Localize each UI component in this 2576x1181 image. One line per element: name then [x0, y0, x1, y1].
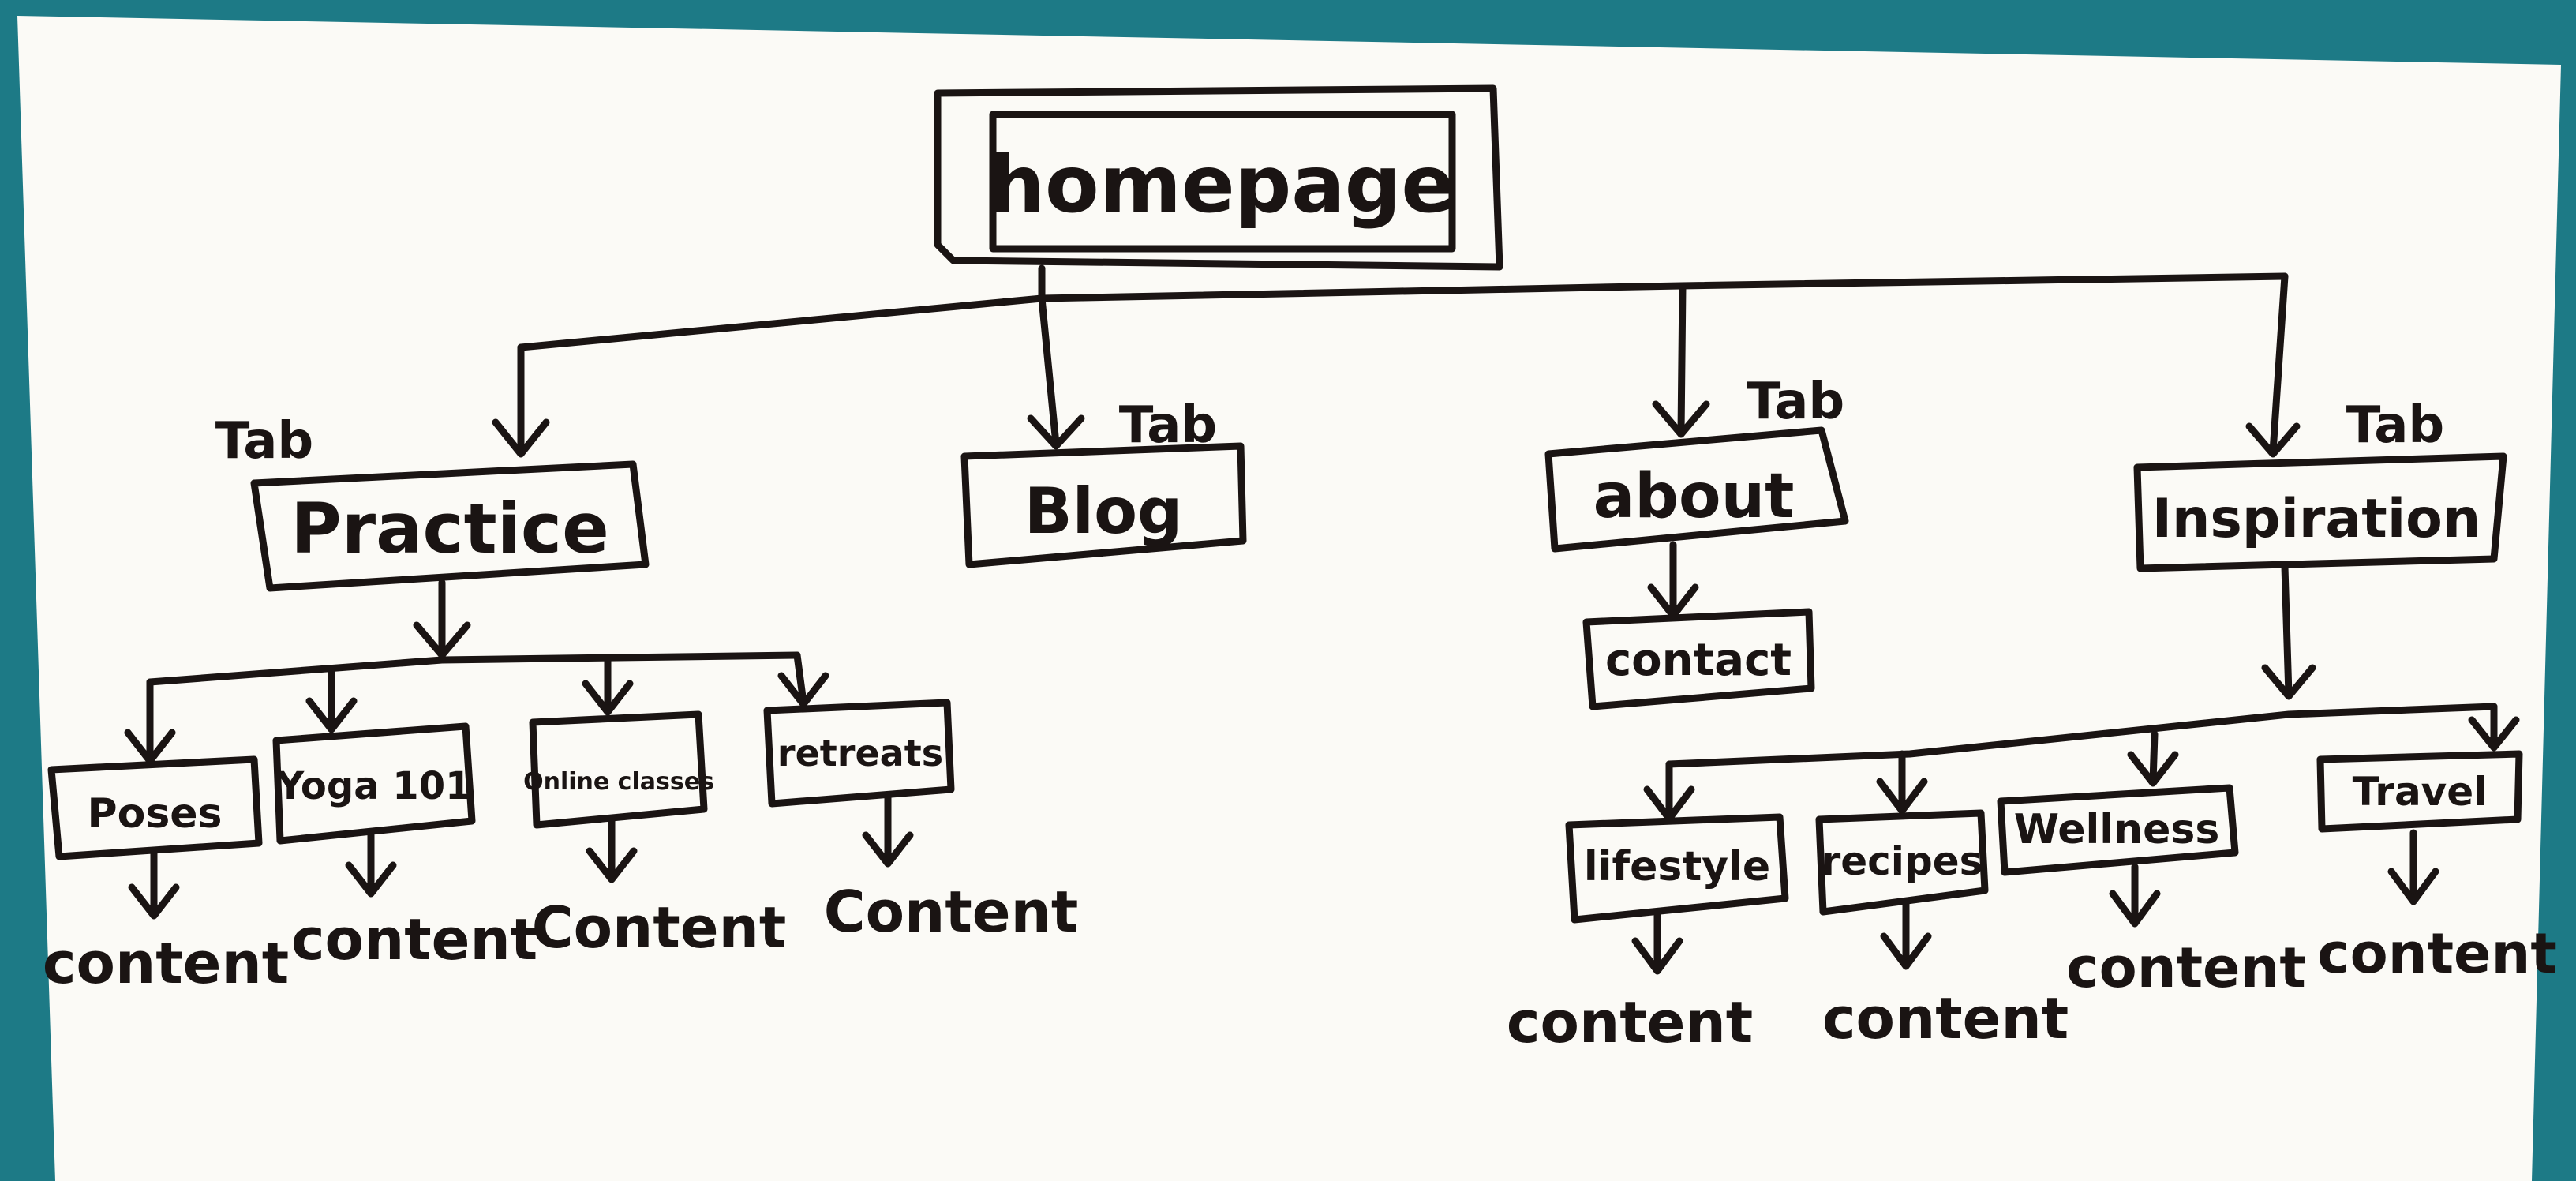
content-online-classes: Content: [532, 894, 787, 961]
arrowhead-poses-content: [128, 883, 180, 920]
root-inner-frame: [989, 111, 1456, 253]
node-lifestyle-label: lifestyle: [1584, 843, 1770, 890]
node-yoga101: Yoga 101: [272, 722, 476, 845]
arrowhead-yoga101: [305, 697, 358, 733]
node-yoga101-label: Yoga 101: [276, 764, 472, 808]
arrowhead-wellness-content: [2109, 890, 2161, 928]
node-online-classes: Online classes: [523, 710, 714, 829]
node-recipes-label: recipes: [1822, 838, 1983, 884]
arrowhead-lifestyle-content: [1631, 937, 1683, 975]
node-wellness: Wellness: [1997, 784, 2239, 876]
node-blog: Blog: [960, 442, 1247, 568]
arrowhead-online-content: [586, 847, 638, 883]
root-node: homepage: [934, 84, 1503, 271]
node-blog-label: Blog: [1024, 474, 1183, 548]
content-recipes: content: [1822, 985, 2069, 1052]
arrowhead-retreats-content: [862, 831, 914, 868]
arrowheads: [124, 400, 2520, 975]
node-recipes: recipes: [1815, 809, 1989, 916]
node-retreats-label: retreats: [777, 732, 943, 774]
arrowhead-inspiration-down: [2261, 664, 2316, 700]
node-about: about: [1544, 426, 1849, 553]
arrowhead-practice-down: [413, 621, 471, 659]
node-travel: Travel: [2316, 750, 2523, 833]
tab-note-inspiration: Tab: [2346, 396, 2444, 455]
arrowhead-recipes-content: [1880, 932, 1932, 970]
node-lifestyle: lifestyle: [1565, 813, 1789, 924]
edge-to-wellness: [2149, 730, 2159, 785]
arrowhead-travel-content: [2387, 868, 2439, 905]
content-wellness: content: [2066, 935, 2306, 1000]
content-yoga101: content: [291, 906, 537, 973]
node-wellness-label: Wellness: [2014, 806, 2220, 853]
edge-inspiration-branch: [1665, 703, 2498, 768]
arrowhead-poses: [124, 729, 176, 765]
connector-lines: [146, 264, 2498, 973]
content-travel: content: [2317, 921, 2557, 986]
arrowhead-blog: [1027, 414, 1085, 450]
node-practice: Practice: [250, 460, 650, 592]
node-online-classes-label: Online classes: [523, 768, 714, 796]
node-travel-label: Travel: [2353, 769, 2488, 815]
arrowhead-travel: [2468, 716, 2520, 752]
arrowhead-practice: [492, 418, 550, 458]
node-poses-label: Poses: [87, 790, 222, 838]
arrowhead-online: [582, 680, 634, 716]
node-retreats: retreats: [763, 699, 955, 808]
edge-to-inspiration: [2269, 272, 2289, 456]
tab-note-practice: Tab: [215, 412, 313, 471]
node-contact: contact: [1582, 608, 1815, 710]
edge-top-trunk: [517, 272, 2289, 351]
node-practice-label: Practice: [290, 488, 609, 569]
node-inspiration-label: Inspiration: [2152, 488, 2481, 550]
arrowhead-recipes: [1876, 778, 1928, 815]
root-outer-frame: [934, 84, 1503, 271]
node-inspiration: Inspiration: [2133, 452, 2507, 572]
content-lifestyle: content: [1507, 989, 1753, 1055]
arrowhead-about: [1652, 400, 1710, 438]
node-poses: Poses: [47, 755, 263, 860]
root-label: homepage: [989, 138, 1455, 231]
edge-to-about: [1677, 282, 1687, 437]
tab-note-about: Tab: [1747, 373, 1844, 431]
edge-inspiration-down: [2281, 563, 2293, 699]
arrowhead-inspiration: [2245, 422, 2301, 458]
arrowhead-retreats: [777, 672, 829, 708]
arrowhead-wellness: [2127, 751, 2179, 787]
node-contact-label: contact: [1605, 635, 1792, 686]
edge-practice-branch: [146, 651, 801, 686]
content-retreats: Content: [824, 879, 1079, 945]
edge-to-blog: [1038, 294, 1060, 448]
node-about-label: about: [1593, 461, 1795, 532]
edge-to-retreats: [793, 651, 807, 707]
content-poses: content: [43, 930, 289, 996]
arrowhead-yoga101-content: [345, 861, 397, 898]
